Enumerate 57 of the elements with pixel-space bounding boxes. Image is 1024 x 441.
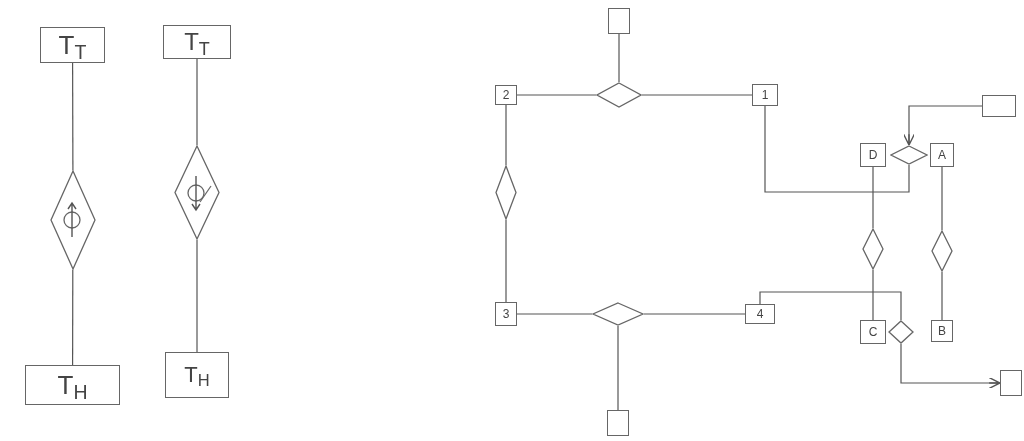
entity-box — [982, 95, 1016, 117]
entity-label: T$_{H}$ — [184, 364, 210, 386]
relationship-diamond — [931, 230, 953, 272]
connector-line — [72, 62, 74, 171]
relationship-diamond — [890, 145, 928, 165]
entity-box — [860, 320, 886, 344]
entity-label: T$_{H}$ — [57, 372, 88, 398]
connector-line — [872, 269, 874, 321]
entity-box — [930, 143, 954, 167]
arrow — [902, 105, 983, 146]
relationship-diamond — [174, 145, 220, 240]
entity-label: 3 — [502, 308, 510, 320]
connector-line — [196, 239, 198, 353]
connector-line — [617, 325, 619, 411]
connector-line — [759, 291, 902, 321]
relationship-diamond — [592, 302, 644, 326]
entity-box — [745, 304, 775, 324]
connector-line — [941, 166, 943, 231]
connector-line — [618, 33, 620, 83]
entity-label: B — [938, 325, 946, 337]
entity-box — [165, 352, 229, 398]
entity-box — [25, 365, 120, 405]
connector-line — [72, 269, 74, 366]
connector-line — [516, 313, 593, 315]
connector-line — [872, 166, 874, 229]
entity-box — [495, 85, 517, 105]
entity-label: 4 — [756, 308, 764, 320]
entity-box — [495, 302, 517, 326]
entity-label: 1 — [761, 89, 769, 101]
relationship-diamond — [888, 320, 914, 344]
entity-box — [752, 84, 778, 106]
relationship-diamond — [50, 170, 96, 270]
connector-line — [643, 313, 746, 315]
entity-label: 2 — [502, 89, 510, 101]
connector-line — [641, 94, 753, 96]
entity-label: A — [938, 149, 946, 161]
entity-box — [860, 143, 886, 167]
connector-line — [505, 219, 507, 303]
entity-box — [163, 25, 231, 59]
arrow — [900, 343, 1001, 390]
connector-line — [505, 104, 507, 166]
relationship-diamond — [862, 228, 884, 270]
entity-box — [931, 320, 953, 342]
entity-label: D — [868, 149, 878, 161]
entity-box — [1000, 370, 1022, 396]
relationship-diamond — [596, 82, 642, 108]
relationship-diamond — [495, 165, 517, 220]
entity-label: T$_{T}$ — [184, 30, 210, 54]
entity-label: T$_{T}$ — [58, 32, 87, 58]
connector-line — [764, 105, 910, 193]
entity-box — [40, 27, 105, 63]
entity-box — [607, 410, 629, 436]
entity-box — [608, 8, 630, 34]
connector-line — [196, 58, 198, 146]
entity-label: C — [868, 326, 878, 338]
connector-line — [516, 94, 597, 96]
connector-line — [941, 271, 943, 321]
